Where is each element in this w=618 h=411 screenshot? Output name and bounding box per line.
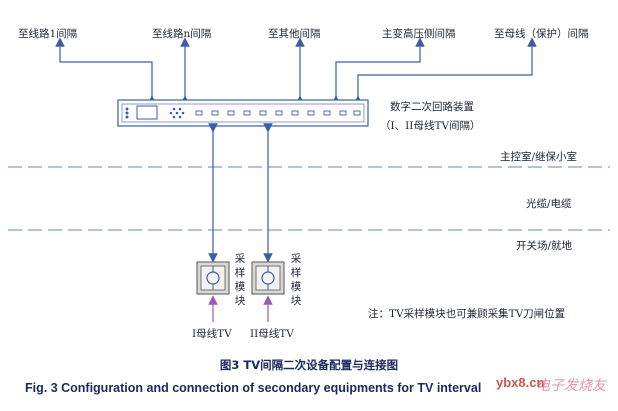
- tv-label-2: II母线TV: [250, 328, 294, 340]
- module-char: 模: [234, 281, 246, 293]
- connection-hv: [331, 37, 425, 105]
- keypad-icon: [169, 107, 185, 119]
- label-linen: 至线路n间隔: [152, 28, 212, 40]
- caption-chinese: 图3 TV间隔二次设备配置与连接图: [219, 358, 399, 372]
- watermark-name: 电子发烧友: [536, 378, 606, 394]
- connection-busprot: [353, 37, 537, 105]
- tv-label-1: I母线TV: [192, 328, 232, 340]
- watermark: ybx8.cn 电子发烧友: [496, 373, 606, 395]
- zone-control-room: 主控室/继保小室: [500, 151, 578, 163]
- sampling-module-2: [251, 261, 285, 295]
- caption-english: Fig. 3 Configuration and connection of s…: [25, 381, 482, 395]
- module-label-2: 采 样 模 块: [290, 252, 302, 308]
- label-other: 至其他间隔: [268, 28, 321, 40]
- module-links: [208, 123, 273, 263]
- device-box: [117, 99, 369, 127]
- module-char: 块: [234, 295, 246, 307]
- module-char: 采: [234, 253, 246, 265]
- module-char: 模: [290, 281, 302, 293]
- port-row: [195, 110, 361, 116]
- label-line1: 至线路1间隔: [18, 28, 78, 40]
- zone-cable: 光缆/电缆: [526, 198, 572, 210]
- watermark-site: ybx8.cn: [496, 375, 545, 390]
- target-connections: [55, 37, 537, 105]
- label-busprot: 至母线（保护）间隔: [494, 28, 589, 40]
- label-hv: 主变高压侧间隔: [382, 28, 456, 40]
- sampling-module-1: [196, 261, 230, 295]
- module-char: 样: [234, 267, 246, 279]
- note-text: 注：TV采样模块也可兼顾采集TV刀闸位置: [368, 308, 566, 320]
- module-char: 样: [290, 267, 302, 279]
- tv-input-arrows: [208, 295, 273, 322]
- device-subname: （I、II母线TV间隔）: [380, 120, 481, 132]
- zone-dividers: [8, 166, 610, 231]
- module-char: 块: [290, 295, 302, 307]
- connection-line1: [55, 37, 157, 105]
- device-name: 数字二次回路装置: [390, 101, 474, 113]
- module-label-1: 采 样 模 块: [234, 252, 246, 308]
- module-char: 采: [290, 253, 302, 265]
- zone-switchyard: 开关场/就地: [516, 240, 573, 252]
